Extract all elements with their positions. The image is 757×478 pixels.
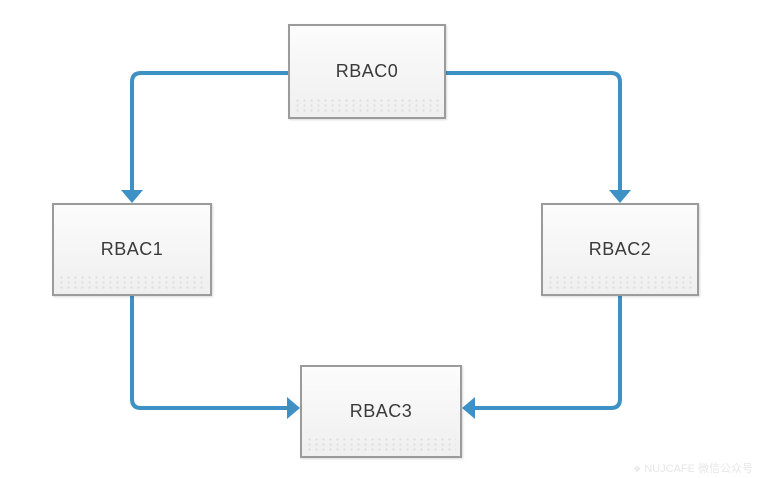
node-rbac3-label: RBAC3	[349, 401, 413, 421]
arrowhead-down-icon	[609, 190, 631, 203]
edge-rbac0-rbac2	[446, 71, 631, 203]
node-rbac2: RBAC2	[541, 203, 699, 296]
node-rbac0: RBAC0	[288, 24, 446, 119]
watermark-text: NUJCAFE 微信公众号	[644, 463, 753, 475]
node-rbac0-label: RBAC0	[335, 61, 399, 81]
arrowhead-left-icon	[462, 397, 475, 419]
node-rbac1-label: RBAC1	[100, 239, 164, 259]
edge-rbac1-rbac3	[130, 296, 300, 419]
edge-rbac2-rbac3	[462, 296, 622, 419]
node-rbac1: RBAC1	[52, 203, 212, 296]
node-rbac2-label: RBAC2	[588, 239, 652, 259]
arrowhead-down-icon	[121, 190, 143, 203]
watermark-logo-icon: ❖	[633, 464, 642, 474]
edge-rbac0-rbac1	[121, 71, 288, 203]
node-rbac3: RBAC3	[300, 365, 462, 458]
watermark: ❖NUJCAFE 微信公众号	[633, 460, 753, 476]
arrowhead-right-icon	[287, 397, 300, 419]
